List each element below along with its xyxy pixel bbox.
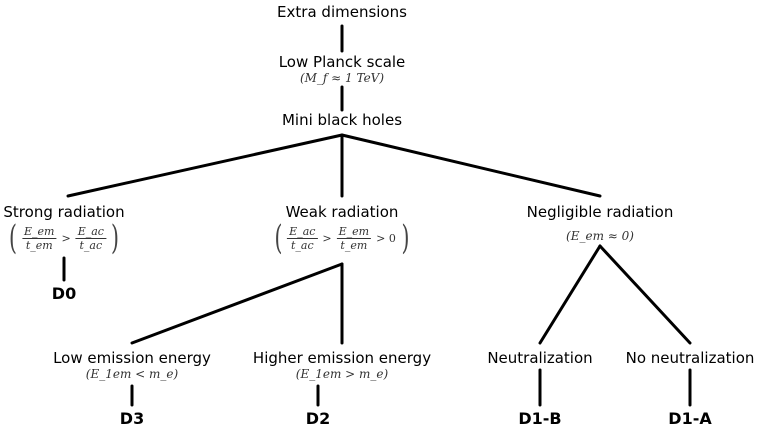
node-label: No neutralization: [625, 349, 755, 367]
operator: >: [61, 231, 71, 245]
node-label: Weak radiation: [285, 203, 399, 221]
numerator: E_ac: [287, 224, 318, 239]
code-d1-a: D1-A: [668, 409, 712, 428]
edge-negligible-no-neutralization: [598, 244, 692, 345]
operator-tail: > 0: [376, 231, 396, 245]
denominator: t_em: [25, 238, 53, 252]
denominator: t_ac: [290, 238, 314, 252]
node-neutralization: Neutralization: [487, 349, 592, 367]
code-d1-b: D1-B: [518, 409, 562, 428]
numerator: E_ac: [75, 224, 106, 239]
node-condition: (M_f ≈ 1 TeV): [299, 71, 385, 85]
node-label: Higher emission energy: [252, 349, 432, 367]
node-extra-dimensions: Extra dimensions: [277, 3, 407, 21]
node-label: Low emission energy: [53, 349, 211, 367]
node-mini-black-holes: Mini black holes: [282, 111, 402, 129]
node-label: Mini black holes: [281, 111, 403, 129]
fraction: E_em t_em: [22, 224, 57, 252]
node-negligible-radiation: Negligible radiation (E_em ≈ 0): [527, 203, 674, 244]
node-strong-radiation: Strong radiation ( E_em t_em > E_ac t_ac…: [3, 203, 124, 255]
edge-negligible-neutralization: [538, 244, 602, 345]
code-d3: D3: [119, 409, 145, 428]
node-no-neutralization: No neutralization: [626, 349, 755, 367]
node-condition: (E_em ≈ 0): [566, 229, 634, 243]
edge-weak-low: [130, 262, 344, 345]
numerator: E_em: [22, 224, 57, 239]
edge-mbh-strong: [66, 133, 344, 198]
denominator: t_ac: [79, 238, 103, 252]
node-low-planck-scale: Low Planck scale (M_f ≈ 1 TeV): [279, 53, 406, 86]
node-label: Negligible radiation: [526, 203, 674, 221]
node-label: Low Planck scale: [278, 53, 406, 71]
edge-mbh-negligible: [340, 133, 602, 198]
node-higher-emission-energy: Higher emission energy (E_1em > m_e): [253, 349, 431, 382]
node-label: Neutralization: [487, 349, 593, 367]
code-d0: D0: [51, 284, 77, 303]
numerator: E_em: [336, 224, 372, 239]
operator: >: [322, 231, 332, 245]
node-condition: (E_1em < m_e): [85, 367, 179, 381]
node-condition: (E_1em > m_e): [295, 367, 389, 381]
node-low-emission-energy: Low emission energy (E_1em < m_e): [53, 349, 211, 382]
fraction: E_ac t_ac: [287, 224, 318, 252]
node-condition: ( E_ac t_ac > E_em t_em > 0 ): [274, 218, 410, 258]
node-weak-radiation: Weak radiation ( E_ac t_ac > E_em t_em >…: [272, 203, 412, 255]
node-condition: ( E_em t_em > E_ac t_ac ): [9, 218, 119, 258]
node-label: Extra dimensions: [277, 3, 407, 21]
fraction: E_em t_em: [336, 224, 372, 252]
node-label: Strong radiation: [3, 203, 125, 221]
denominator: t_em: [340, 238, 368, 252]
fraction: E_ac t_ac: [75, 224, 106, 252]
code-d2: D2: [305, 409, 331, 428]
